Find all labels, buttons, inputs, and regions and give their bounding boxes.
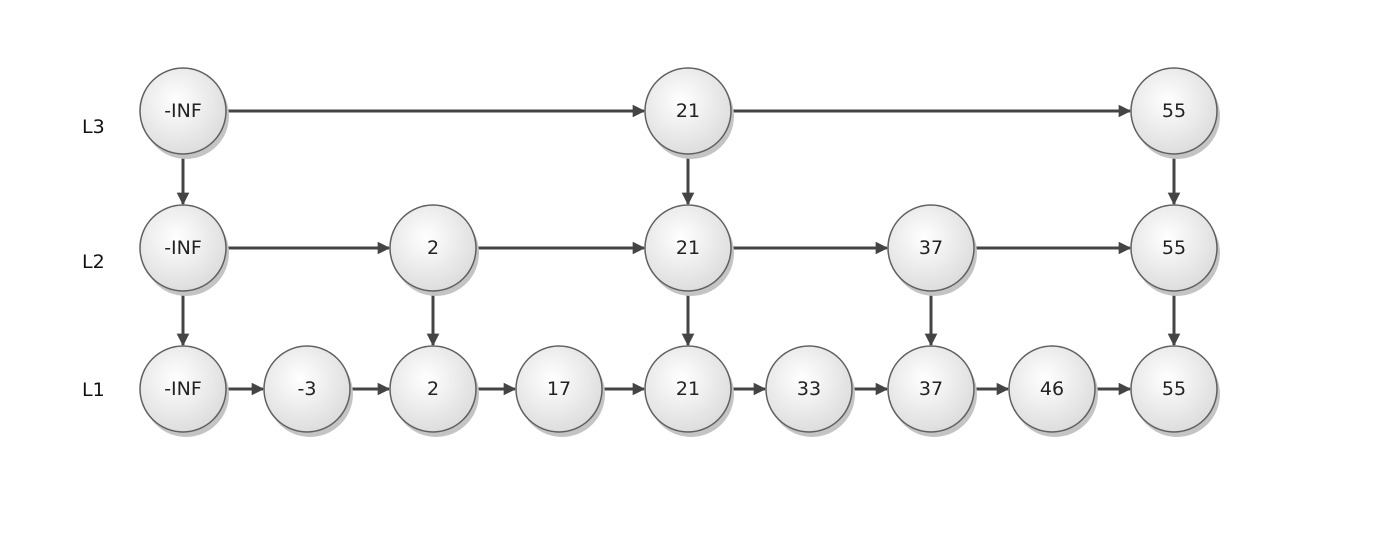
- node-label: -3: [298, 378, 317, 400]
- node-L2-neg-inf: -INF: [139, 204, 229, 296]
- level-L2-row: -INF 2 21 37 55: [139, 204, 1220, 296]
- node-label: 21: [676, 100, 700, 122]
- node-L1-2: 2: [389, 345, 479, 437]
- node-label: 21: [676, 378, 700, 400]
- node-label: 37: [919, 237, 943, 259]
- level-L1-row: -INF -3 2 17 21 33 3: [139, 345, 1220, 437]
- node-label: -INF: [164, 378, 202, 400]
- node-L1-21: 21: [644, 345, 734, 437]
- node-L1-neg-3: -3: [263, 345, 353, 437]
- node-label: -INF: [164, 237, 202, 259]
- node-label: 2: [427, 237, 439, 259]
- node-label: -INF: [164, 100, 202, 122]
- node-L1-46: 46: [1008, 345, 1098, 437]
- node-label: 46: [1040, 378, 1064, 400]
- node-label: 33: [797, 378, 821, 400]
- level-label-L3: L3: [82, 116, 105, 138]
- node-L3-neg-inf: -INF: [139, 67, 229, 159]
- node-L1-neg-inf: -INF: [139, 345, 229, 437]
- level-label-L2: L2: [82, 251, 105, 273]
- node-label: 55: [1162, 100, 1186, 122]
- node-L2-55: 55: [1130, 204, 1220, 296]
- node-label: 21: [676, 237, 700, 259]
- level-label-L1: L1: [82, 379, 105, 401]
- node-L2-37: 37: [887, 204, 977, 296]
- node-label: 55: [1162, 237, 1186, 259]
- node-L1-55: 55: [1130, 345, 1220, 437]
- node-label: 37: [919, 378, 943, 400]
- node-label: 55: [1162, 378, 1186, 400]
- node-L1-33: 33: [765, 345, 855, 437]
- node-L2-2: 2: [389, 204, 479, 296]
- node-L1-17: 17: [515, 345, 605, 437]
- node-L3-21: 21: [644, 67, 734, 159]
- level-L3-row: -INF 21 55: [139, 67, 1220, 159]
- node-L1-37: 37: [887, 345, 977, 437]
- node-L2-21: 21: [644, 204, 734, 296]
- node-L3-55: 55: [1130, 67, 1220, 159]
- arrows-layer: [176, 104, 1181, 396]
- node-label: 17: [547, 378, 571, 400]
- node-label: 2: [427, 378, 439, 400]
